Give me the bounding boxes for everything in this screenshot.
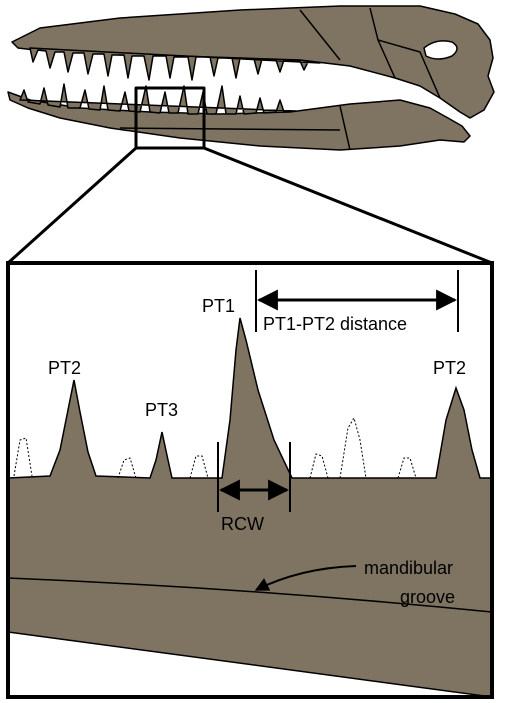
label-pt3: PT3 (145, 400, 178, 420)
skull-illustration (7, 5, 495, 151)
mandibular-groove-line (8, 577, 492, 613)
groove-pointer-arrow (254, 565, 357, 591)
orbit-opening (423, 40, 458, 60)
label-groove-2: groove (400, 587, 455, 607)
zoom-line-left (6, 146, 138, 265)
label-pt2-right: PT2 (433, 358, 466, 378)
zoom-panel: PT1 PT2 PT2 PT3 PT1-PT2 distance RCW man… (6, 261, 494, 699)
label-distance: PT1-PT2 distance (263, 314, 407, 334)
replacement-tooth (309, 453, 329, 479)
replacement-tooth (339, 416, 367, 479)
replacement-tooth (397, 457, 417, 479)
jaw-bone (8, 317, 492, 697)
lower-teeth (19, 83, 297, 115)
label-rcw: RCW (221, 514, 264, 534)
label-pt2-left: PT2 (48, 358, 81, 378)
replacement-tooth (13, 437, 33, 477)
replacement-tooth (117, 457, 137, 479)
label-pt1: PT1 (202, 296, 235, 316)
replacement-tooth (189, 455, 209, 479)
zoom-panel-frame (6, 261, 494, 699)
zoom-region-box (134, 86, 206, 150)
upper-teeth (29, 47, 321, 81)
label-groove-1: mandibular (364, 558, 453, 578)
zoom-line-right (203, 146, 493, 265)
